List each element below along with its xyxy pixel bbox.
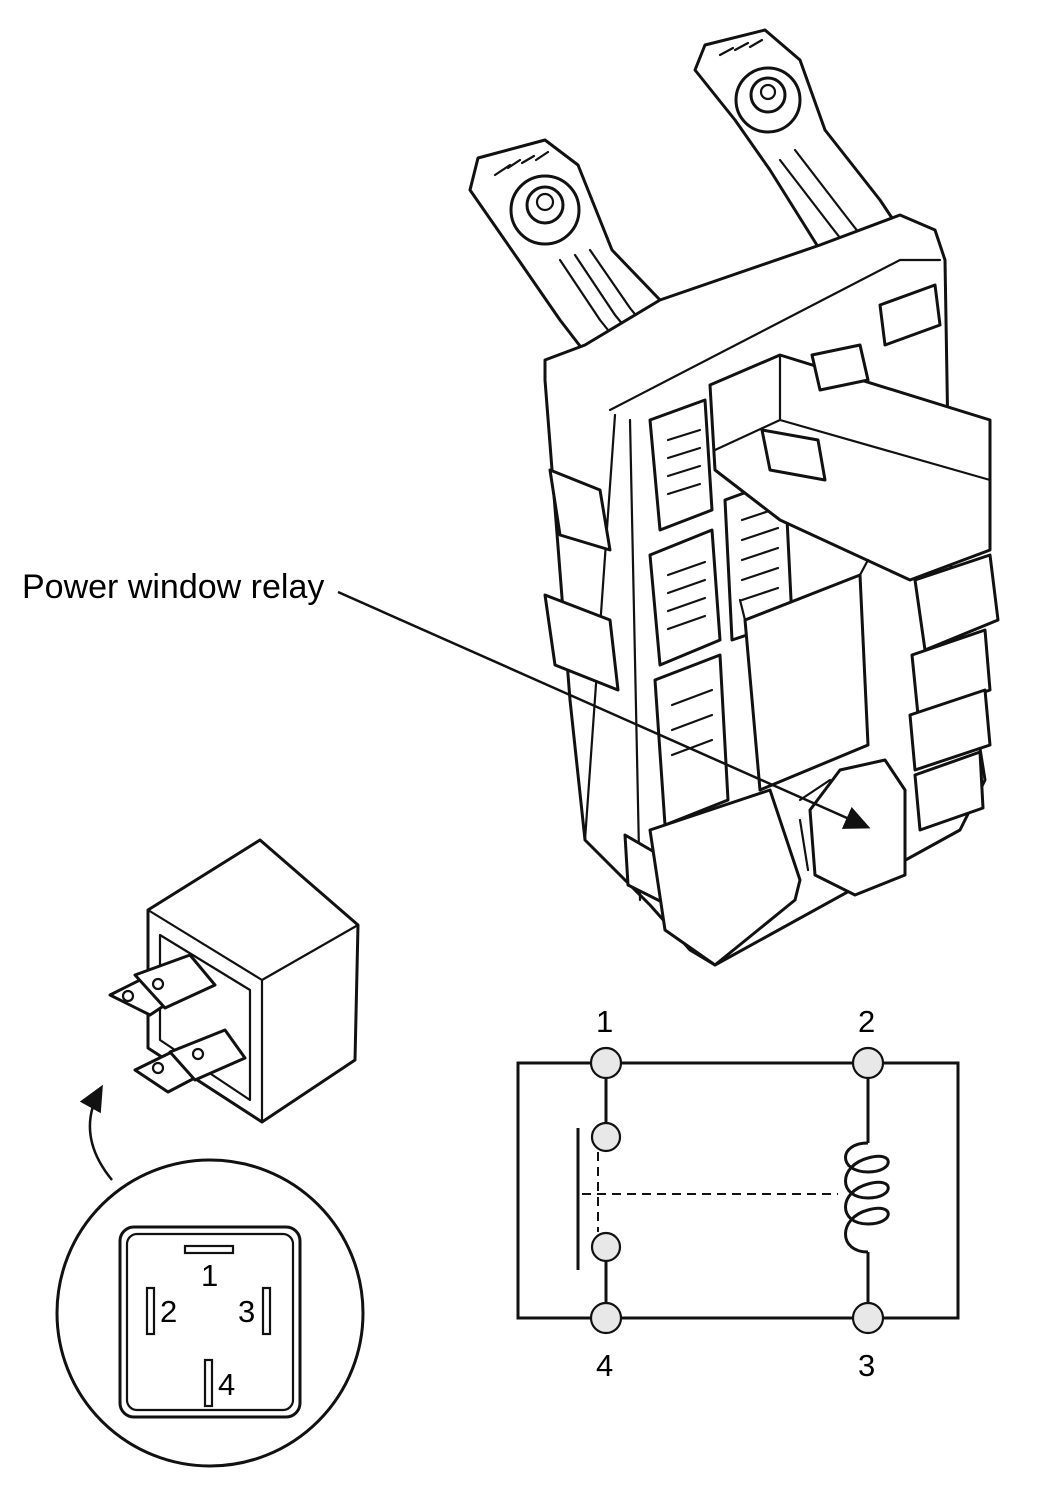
switch-contact-bottom <box>590 1231 622 1263</box>
relay-callout: Power window relay <box>22 568 871 829</box>
relay-tab <box>760 428 827 482</box>
bottom-relay <box>648 788 802 967</box>
view-arrow <box>79 1084 113 1181</box>
terminal-label-4: 4 <box>596 1348 613 1383</box>
socket-inner-frame <box>125 1232 295 1412</box>
terminal-1 <box>589 1046 623 1080</box>
pin-slot-3 <box>261 1286 272 1336</box>
right-mounting-bracket <box>693 28 922 292</box>
relay-perspective <box>108 838 360 1124</box>
connector <box>653 653 730 827</box>
pin-slot-1 <box>183 1244 235 1255</box>
wire-left <box>516 1061 606 1320</box>
terminal-2 <box>851 1046 885 1080</box>
middle-relay <box>743 573 870 792</box>
right-relay <box>913 553 1000 652</box>
relay-coil <box>844 1141 890 1254</box>
connector <box>648 528 722 667</box>
socket-pin-label-2: 2 <box>160 1294 177 1329</box>
terminal-label-2: 2 <box>858 1004 875 1039</box>
callout-label: Power window relay <box>22 568 324 606</box>
side-clip <box>548 468 612 552</box>
terminal-3 <box>851 1301 885 1335</box>
terminal-label-3: 3 <box>858 1348 875 1383</box>
socket-pin-label-1: 1 <box>201 1258 218 1293</box>
relay-schematic: 1 2 3 4 <box>516 1004 960 1383</box>
connector <box>648 398 714 532</box>
right-relay <box>908 688 992 772</box>
pin-slot-4 <box>203 1358 214 1408</box>
right-relay <box>913 750 985 832</box>
junction-box-illustration <box>468 28 1000 967</box>
terminal-4 <box>589 1301 623 1335</box>
terminal-label-1: 1 <box>596 1004 613 1039</box>
socket-outer-frame <box>118 1225 302 1419</box>
callout-arrow <box>337 590 871 829</box>
switch-contact-top <box>590 1121 622 1153</box>
socket-pin-label-4: 4 <box>218 1367 235 1402</box>
side-clip <box>543 593 620 692</box>
side-clip <box>878 283 942 347</box>
relay-tab <box>810 343 870 392</box>
relay-blade-terminals <box>108 953 247 1094</box>
socket-bottom-view: 1 2 3 4 <box>55 1158 365 1468</box>
socket-pin-label-3: 3 <box>238 1294 255 1329</box>
pin-slot-2 <box>145 1286 156 1336</box>
wire-right <box>868 1061 960 1320</box>
